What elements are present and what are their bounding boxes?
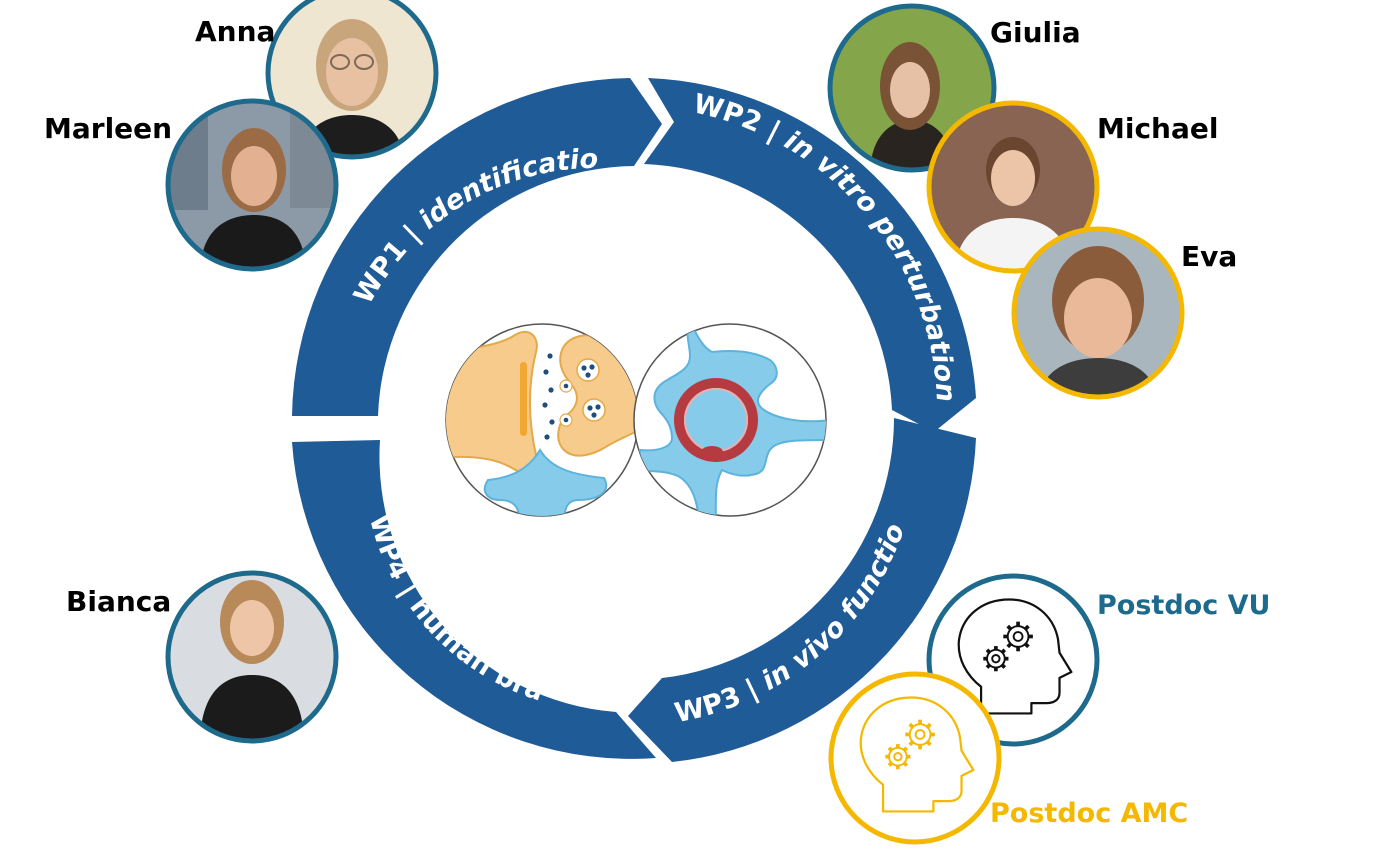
work-package-ring	[292, 78, 976, 762]
label-postdoc-vu: Postdoc VU	[1097, 590, 1270, 621]
label-postdoc-amc: Postdoc AMC	[990, 798, 1188, 829]
blood-vessel-astrocyte-icon	[633, 323, 827, 517]
person-anna	[265, 0, 439, 160]
name-anna: Anna	[195, 15, 275, 48]
name-marleen: Marleen	[44, 112, 172, 145]
person-eva	[1011, 226, 1185, 400]
avatar	[200, 580, 304, 741]
wp1-segment	[292, 78, 662, 416]
wp3-segment	[628, 418, 976, 762]
avatar	[168, 101, 336, 269]
person-bianca	[165, 570, 339, 744]
person-marleen	[165, 98, 339, 272]
name-bianca: Bianca	[66, 585, 171, 618]
postdoc-amc	[828, 671, 1002, 845]
name-eva: Eva	[1181, 240, 1237, 273]
name-michael: Michael	[1097, 112, 1218, 145]
synapse-icon	[445, 323, 639, 517]
name-giulia: Giulia	[990, 16, 1081, 49]
wp2-segment	[644, 78, 976, 432]
wp4-segment	[292, 440, 656, 759]
